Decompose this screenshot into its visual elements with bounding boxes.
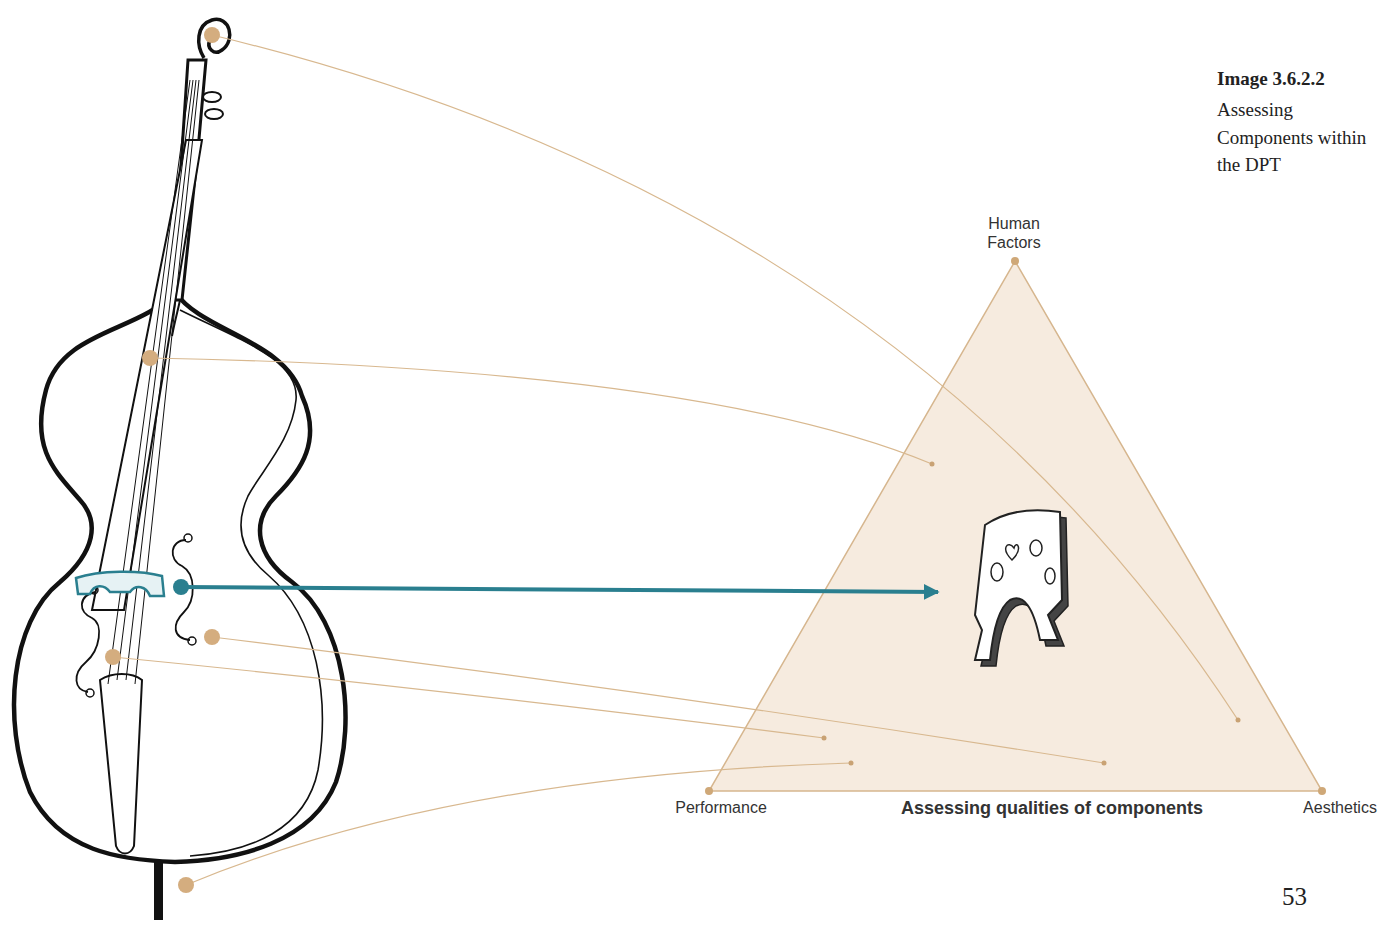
endpin [154,860,163,920]
corner-dot [705,787,713,795]
leader-lines [113,35,1238,885]
component-dots [105,27,220,893]
tuning-peg [203,92,221,102]
axis-label: Aesthetics [1290,798,1390,817]
page-number: 53 [1282,882,1342,912]
assessment-triangle [709,261,1322,791]
axis-label: Performance [656,798,786,817]
tailpiece [100,674,142,854]
double-bass [14,19,346,920]
figure-number: Image 3.6.2.2 [1217,68,1387,91]
bass-body [14,292,346,862]
assessment-points [822,462,1241,766]
axis-label: Human Factors [974,214,1054,252]
bridge-model [975,510,1068,666]
bass-rib [180,310,322,856]
diagram-title: Assessing qualities of components [852,798,1252,820]
corner-dot [1318,787,1326,795]
figure-caption: Assessing Components within the DPT [1217,96,1367,179]
tuning-peg [205,109,223,119]
f-hole [76,592,99,692]
selection-arrow [181,587,938,592]
f-hole [173,540,193,640]
corner-dot [1011,257,1019,265]
bridge-highlight [76,572,164,596]
